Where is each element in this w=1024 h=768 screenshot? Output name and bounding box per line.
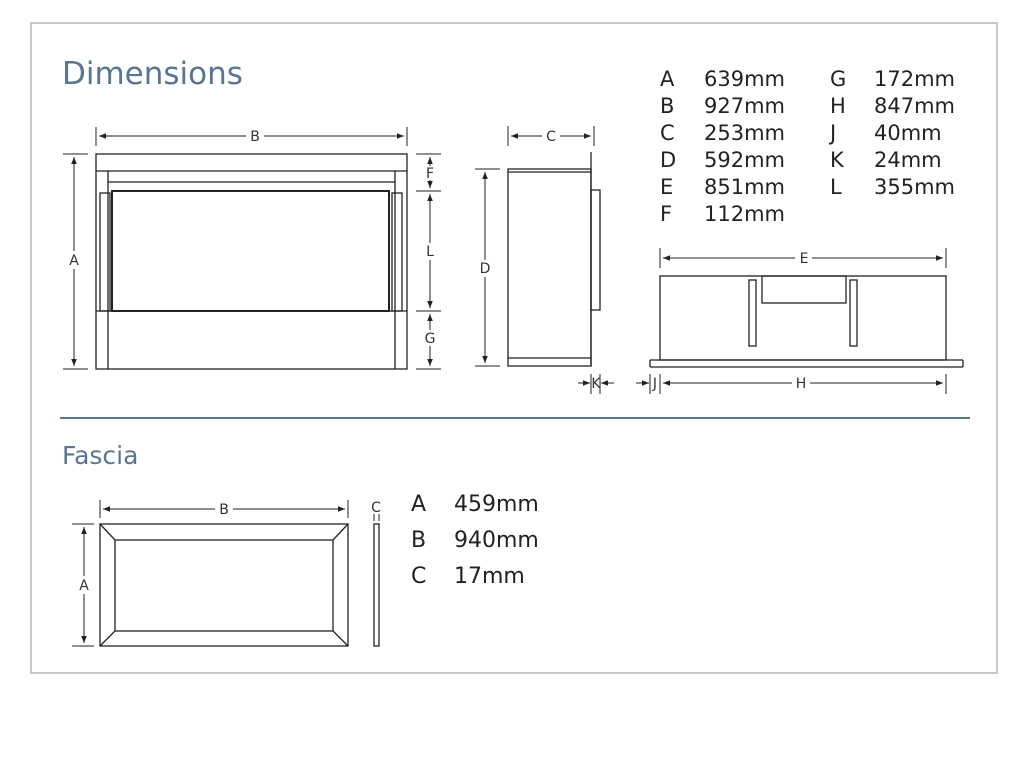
dimensions-title: Dimensions <box>62 56 243 92</box>
label-c: C <box>546 129 556 145</box>
top-view <box>649 275 964 368</box>
label-k: K <box>591 376 601 392</box>
label-f: F <box>426 166 434 182</box>
side-view <box>507 152 601 367</box>
label-j: J <box>652 376 657 392</box>
front-view <box>95 153 408 370</box>
fascia-label-b: B <box>219 502 229 518</box>
label-b: B <box>250 129 260 145</box>
fascia-label-a: A <box>79 578 89 594</box>
label-e: E <box>800 251 809 267</box>
label-d: D <box>480 261 491 277</box>
fascia-title: Fascia <box>62 441 139 470</box>
section-divider <box>60 417 970 419</box>
fascia-view <box>99 523 380 647</box>
label-h: H <box>796 376 807 392</box>
label-l: L <box>426 244 434 260</box>
label-a: A <box>69 253 79 269</box>
label-g: G <box>425 331 436 347</box>
diagram-frame <box>30 22 998 674</box>
fascia-label-c: C <box>371 500 381 516</box>
